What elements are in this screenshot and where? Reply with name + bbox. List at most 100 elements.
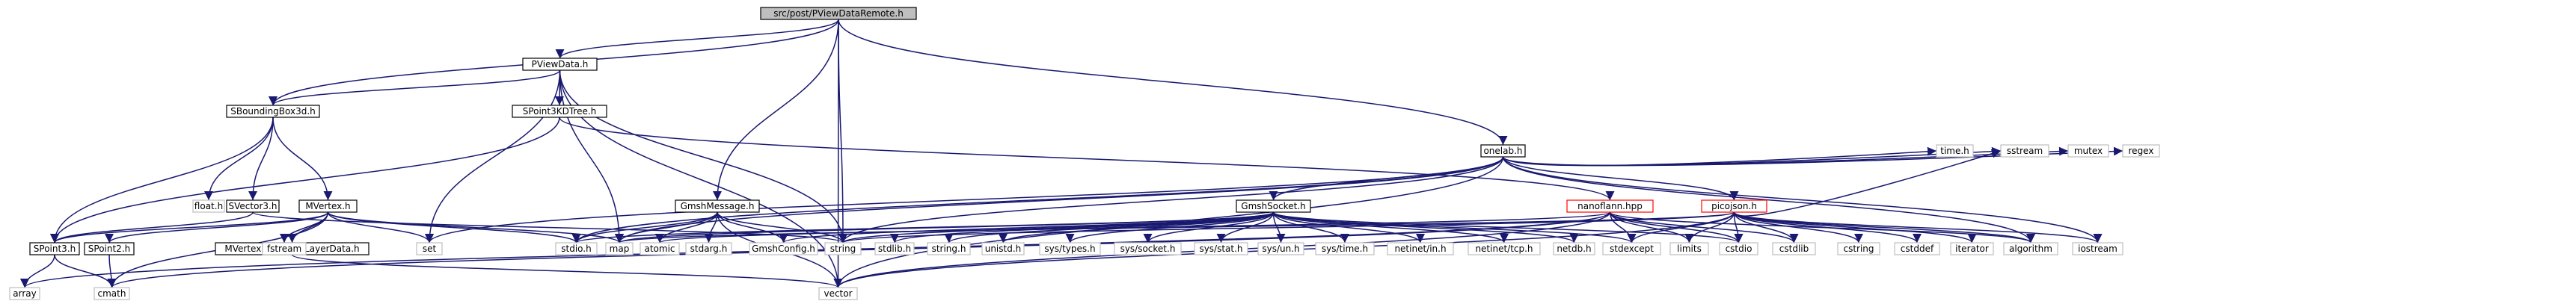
node-box-nanoflann <box>1566 199 1654 213</box>
node-box-root <box>760 7 917 20</box>
edge-gmshmsg-to-stdio <box>571 211 718 244</box>
node-label-netdb: netdb.h <box>1557 244 1591 254</box>
node-fstream: fstream <box>262 242 307 255</box>
node-label-cstdio: cstdio <box>1726 244 1752 254</box>
edge-spoint3-to-array <box>20 254 55 288</box>
node-label-cmath: cmath <box>98 288 126 299</box>
node-systime: sys/time.h <box>1315 242 1375 255</box>
edge-sbbox-to-mvertex <box>272 117 333 201</box>
edge-pviewdata-to-map <box>559 69 624 244</box>
node-label-atomic: atomic <box>644 244 675 254</box>
node-stdexcept: stdexcept <box>1602 242 1661 255</box>
node-label-cstdlib: cstdlib <box>1779 244 1809 254</box>
node-box-sbbox <box>226 105 320 118</box>
node-label-stdarg: stdarg.h <box>690 244 728 254</box>
node-box-systypes <box>1039 242 1101 255</box>
node-box-svector <box>226 199 280 213</box>
edge-picojson-to-cstddef <box>1733 211 1922 244</box>
node-label-unistd: unistd.h <box>985 244 1022 254</box>
node-box-atomic <box>640 242 680 255</box>
node-box-gmshconfig <box>749 242 818 255</box>
edge-gmshmsg-to-stdarg <box>704 211 718 244</box>
node-array: array <box>9 287 40 300</box>
node-systypes: sys/types.h <box>1039 242 1101 255</box>
node-sstream: sstream <box>2000 144 2049 158</box>
node-box-unistd <box>981 242 1025 255</box>
node-label-onelab: onelab.h <box>1483 146 1522 156</box>
node-box-stdexcept <box>1602 242 1661 255</box>
edge-svector-to-string <box>252 211 847 244</box>
edge-gmshsock-to-netinettcp <box>1272 211 1509 244</box>
node-label-float: float.h <box>194 201 223 211</box>
node-label-mvertex: MVertex.h <box>305 201 350 211</box>
node-label-sysstat: sys/stat.h <box>1199 244 1242 254</box>
node-box-limits <box>1669 242 1709 255</box>
node-label-root: src/post/PViewDataRemote.h <box>773 8 904 19</box>
node-pviewdata[interactable]: PViewData.h <box>522 58 598 71</box>
node-box-regex <box>2122 144 2160 158</box>
node-label-iostream: iostream <box>2078 244 2117 254</box>
edge-picojson-to-string <box>838 211 1735 244</box>
node-box-picojson <box>1701 199 1767 213</box>
node-gmshmsg[interactable]: GmshMessage.h <box>675 199 760 213</box>
node-layer: src/post/PViewDataRemote.hPViewData.hSBo… <box>9 7 2160 300</box>
node-nanoflann[interactable]: nanoflann.hpp <box>1566 199 1654 213</box>
node-gmshconfig: GmshConfig.h <box>749 242 818 255</box>
edge-onelab-to-picojson <box>1502 156 1739 201</box>
edge-sbbox-to-svector <box>248 117 274 201</box>
node-sbbox[interactable]: SBoundingBox3d.h <box>226 105 320 118</box>
node-spkd[interactable]: SPoint3KDTree.h <box>512 105 607 118</box>
edge-picojson-to-cstdlib <box>1733 211 1799 244</box>
node-box-gmshsock <box>1236 199 1311 213</box>
node-algorithm: algorithm <box>2003 242 2058 255</box>
node-onelab[interactable]: onelab.h <box>1480 144 1526 158</box>
node-cstdio: cstdio <box>1719 242 1758 255</box>
edge-gmshmsg-to-string <box>717 211 847 244</box>
node-label-stringh: string.h <box>932 244 966 254</box>
edge-picojson-to-iterator <box>1733 211 1977 244</box>
node-float: float.h <box>192 199 225 213</box>
node-mutex: mutex <box>2067 144 2109 158</box>
node-stdio: stdio.h <box>555 242 598 255</box>
node-regex: regex <box>2122 144 2160 158</box>
node-svector[interactable]: SVector3.h <box>226 199 280 213</box>
node-box-stdarg <box>685 242 732 255</box>
node-netinetin: netinet/in.h <box>1387 242 1454 255</box>
node-label-pviewdata: PViewData.h <box>532 59 589 69</box>
node-mvertex[interactable]: MVertex.h <box>298 199 358 213</box>
edge-nanoflann-to-atomic <box>655 211 1611 244</box>
node-label-gmshconfig: GmshConfig.h <box>752 244 815 254</box>
node-limits: limits <box>1669 242 1709 255</box>
node-string: string <box>824 242 862 255</box>
edge-mvertex-to-set <box>327 211 434 244</box>
node-label-timeh: time.h <box>1940 146 1969 156</box>
node-box-cstdio <box>1719 242 1758 255</box>
node-label-fstream: fstream <box>267 244 301 254</box>
node-box-pviewdata <box>522 58 598 71</box>
node-root[interactable]: src/post/PViewDataRemote.h <box>760 7 917 20</box>
node-picojson[interactable]: picojson.h <box>1701 199 1767 213</box>
node-spoint2[interactable]: SPoint2.h <box>84 242 135 255</box>
node-label-svector: SVector3.h <box>229 201 277 211</box>
node-gmshsock[interactable]: GmshSocket.h <box>1236 199 1311 213</box>
node-label-sstream: sstream <box>2007 146 2043 156</box>
edge-pviewdata-to-string <box>559 69 847 244</box>
node-box-float <box>192 199 225 213</box>
node-label-picojson: picojson.h <box>1711 201 1757 211</box>
node-label-set: set <box>423 244 437 254</box>
edge-picojson-to-cstring <box>1733 211 1863 244</box>
edge-spkd-to-spoint3 <box>50 117 560 244</box>
edge-gmshsock-to-sysstat <box>1216 211 1275 244</box>
node-label-vector: vector <box>824 288 852 299</box>
edge-mvertex-to-mvblayer <box>287 211 329 244</box>
node-sysun: sys/un.h <box>1257 242 1304 255</box>
edge-sbbox-to-float <box>204 117 274 201</box>
edge-root-to-pviewdata <box>555 19 839 59</box>
node-label-spkd: SPoint3KDTree.h <box>523 106 597 117</box>
edge-onelab-to-map <box>615 156 1504 244</box>
node-box-timeh <box>1936 144 1974 158</box>
edge-gmshsock-to-netinetin <box>1272 211 1425 244</box>
node-label-sysun: sys/un.h <box>1262 244 1299 254</box>
node-spoint3[interactable]: SPoint3.h <box>29 242 80 255</box>
